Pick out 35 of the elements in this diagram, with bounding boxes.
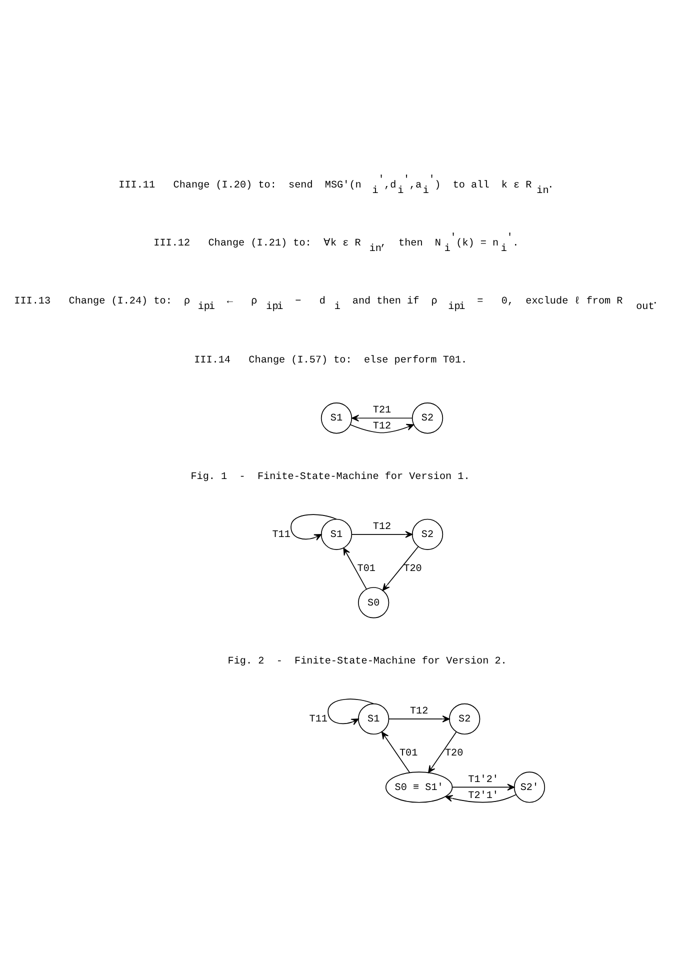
node-circle: S2' [514,771,546,802]
arrow [343,547,367,589]
arrow [352,530,413,538]
label: Fig. 2 - Finite-State-Machine for Version 2. [228,656,507,667]
arrow [388,715,450,722]
arrow [350,423,414,433]
edge-label: T01 [399,748,418,760]
node-circle: S2 [412,518,444,550]
edge-label: T20 [444,748,464,760]
arrow [382,546,419,590]
node-circle: S0 [358,586,390,618]
node-circle: S2 [412,402,444,434]
node-circle: S1 [320,518,352,550]
node-circle: S2 [449,702,480,734]
arrow [290,514,337,540]
arrow [352,414,413,422]
arrow [382,731,410,773]
node-circle: S1 [320,402,352,434]
label: Fig. 1 - Finite-State-Machine for Version 1. [190,471,470,482]
edge-label: T20 [404,564,422,575]
edge-label: T11 [309,714,328,726]
edge-label: T2'1' [468,790,498,802]
edge-label: T21 [372,405,392,416]
edge-label: T11 [272,530,290,541]
arrow [445,794,516,802]
arrow [452,783,515,790]
arrow [328,698,374,725]
edge-label: T12 [372,421,392,432]
edge-label: T01 [357,564,376,575]
node-circle: S1 [358,702,390,734]
arrow [428,731,457,773]
label: III.14 Change (I.57) to: else perform T01. [194,355,468,366]
edge-label: T1'2' [468,774,498,786]
edge-label: T12 [372,522,392,533]
edge-label: T12 [410,706,428,718]
